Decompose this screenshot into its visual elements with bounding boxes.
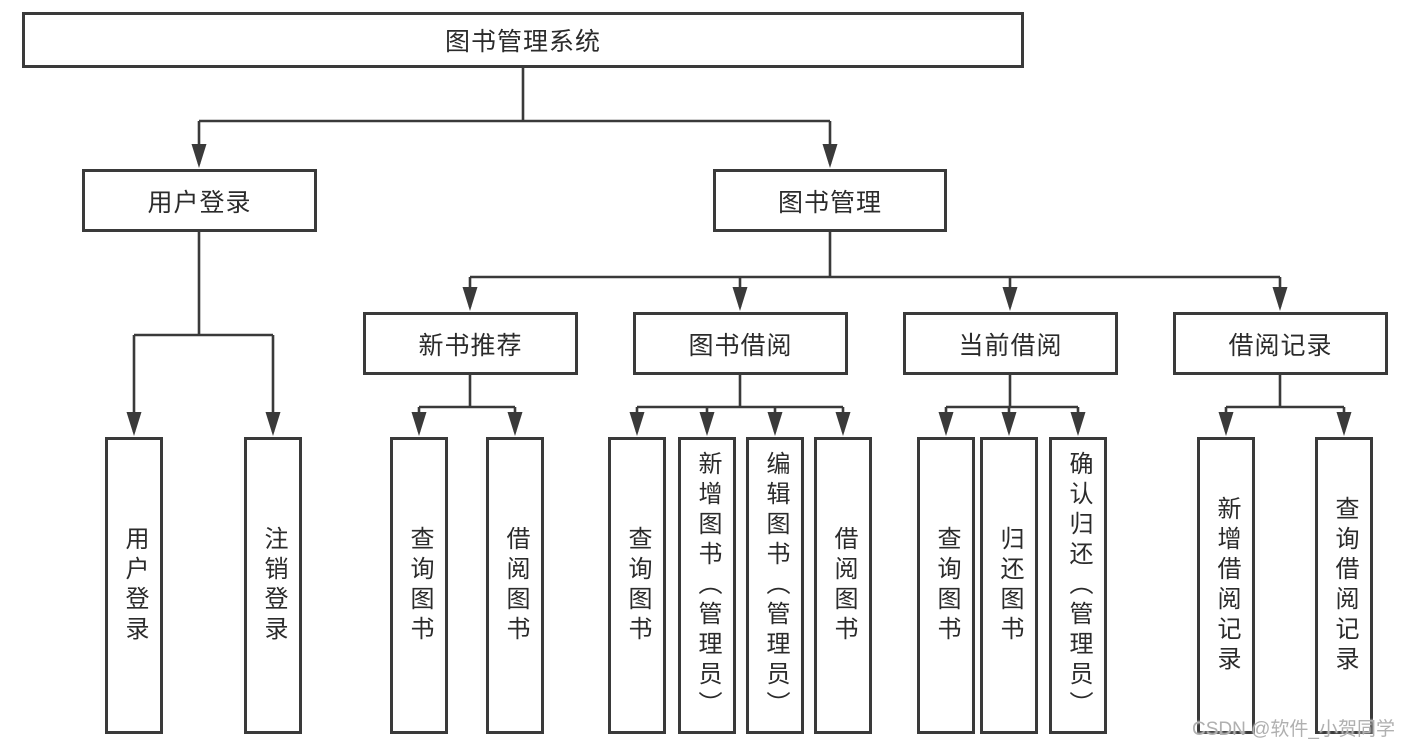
leaf-logout: 注销登录: [244, 437, 302, 734]
node-label: 图书管理系统: [444, 28, 601, 56]
leaf-label: 新增借阅记录: [1213, 495, 1240, 676]
leaf-label: 确认归还（管理员）: [1065, 450, 1092, 721]
leaf-label: 用户登录: [121, 525, 148, 646]
node-book-borrowing: 图书借阅: [633, 312, 848, 375]
node-new-book-recommendation: 新书推荐: [363, 312, 578, 375]
leaf-query-books-current: 查询图书: [917, 437, 975, 734]
node-library-management-system: 图书管理系统: [22, 12, 1024, 68]
node-label: 图书管理: [777, 188, 882, 217]
leaf-confirm-return-admin: 确认归还（管理员）: [1049, 437, 1107, 734]
leaf-label: 查询图书: [624, 525, 651, 646]
leaf-user-login: 用户登录: [105, 437, 163, 734]
arrowheads: [126, 144, 1352, 436]
leaf-label: 查询图书: [406, 525, 433, 646]
leaf-label: 归还图书: [996, 525, 1023, 646]
leaf-borrow-books-borrowing: 借阅图书: [814, 437, 872, 734]
leaf-label: 新增图书（管理员）: [694, 450, 721, 721]
node-label: 当前借阅: [958, 331, 1063, 360]
leaf-label: 借阅图书: [830, 525, 857, 646]
node-label: 图书借阅: [688, 331, 793, 360]
node-borrowing-records: 借阅记录: [1173, 312, 1388, 375]
leaf-edit-book-admin: 编辑图书（管理员）: [746, 437, 804, 734]
leaf-label: 查询借阅记录: [1331, 495, 1358, 676]
node-label: 用户登录: [147, 188, 252, 217]
leaf-query-borrow-record: 查询借阅记录: [1315, 437, 1373, 734]
node-book-management: 图书管理: [713, 169, 947, 232]
node-current-borrowing: 当前借阅: [903, 312, 1118, 375]
leaf-label: 注销登录: [260, 525, 287, 646]
leaf-label: 借阅图书: [502, 525, 529, 646]
watermark: CSDN @软件_小贺同学: [1192, 719, 1395, 740]
leaf-query-books-recommend: 查询图书: [390, 437, 448, 734]
node-label: 新书推荐: [418, 331, 523, 360]
leaf-label: 查询图书: [933, 525, 960, 646]
leaf-add-book-admin: 新增图书（管理员）: [678, 437, 736, 734]
leaf-borrow-books-recommend: 借阅图书: [486, 437, 544, 734]
leaf-return-book: 归还图书: [980, 437, 1038, 734]
leaf-label: 编辑图书（管理员）: [762, 450, 789, 721]
leaf-add-borrow-record: 新增借阅记录: [1197, 437, 1255, 734]
leaf-query-books-borrowing: 查询图书: [608, 437, 666, 734]
node-user-login: 用户登录: [82, 169, 317, 232]
node-label: 借阅记录: [1228, 331, 1333, 360]
